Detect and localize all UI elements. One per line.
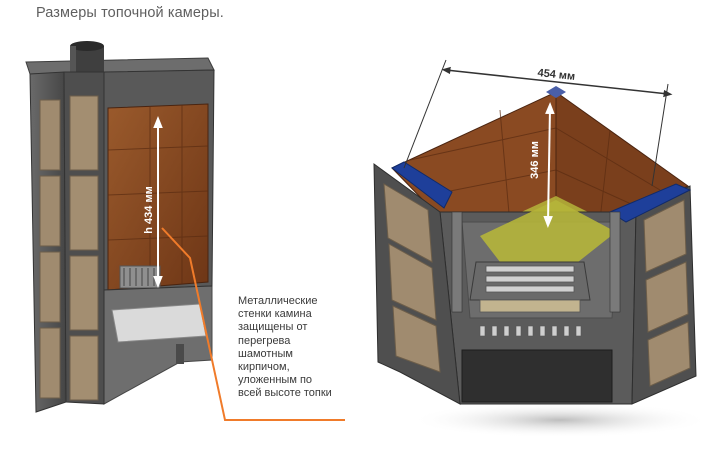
brick-lining-note: Металлические стенки камина защищены от … [238, 295, 332, 400]
ash-drawer [461, 349, 613, 403]
blue-trim-left [391, 161, 453, 209]
firebox-glow-front [480, 200, 616, 262]
right-fireplace-view: 454 мм 346 мм [373, 59, 710, 438]
height-dimension-label: h 434 мм [143, 186, 155, 233]
air-vents [479, 325, 582, 337]
column-tiles [39, 99, 61, 399]
front-grate-bars [479, 299, 581, 313]
left-fireplace-section: h 434 мм [25, 41, 345, 421]
depth-dimension-label: 346 мм [529, 141, 541, 179]
blue-trim-right [608, 183, 692, 223]
left-base [103, 285, 213, 405]
width-ext-right [651, 83, 669, 187]
depth-dimension-arrow [543, 102, 555, 228]
right-wing-tiles [643, 199, 691, 387]
width-dimension-line [441, 66, 673, 98]
chimney-pipe [70, 41, 104, 74]
callout-line [161, 227, 345, 421]
post-right [609, 211, 621, 313]
post-left [451, 211, 463, 313]
inner-grate-front [485, 265, 575, 293]
leg [176, 344, 184, 364]
left-wing-tiles [383, 183, 441, 373]
left-grate [119, 265, 161, 289]
floor-shadow [410, 402, 710, 438]
column-tiles-inner [69, 95, 99, 401]
width-dimension-label: 454 мм [537, 67, 576, 83]
ash-pan-front [111, 303, 207, 343]
width-ext-left [403, 59, 447, 169]
page-title: Размеры топочной камеры. [36, 5, 224, 21]
